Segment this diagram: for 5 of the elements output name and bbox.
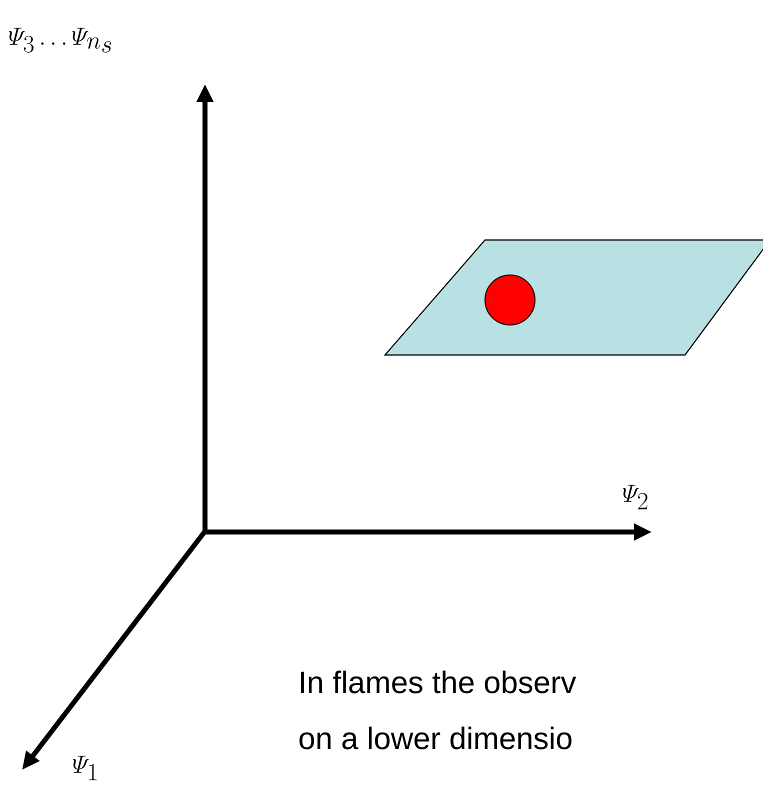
axis-label: $\varPsi_{2}$: [622, 484, 648, 510]
axis-label: $\varPsi_{3}\ldots\varPsi_{n_s}$: [8, 28, 112, 53]
axis-label: $\varPsi_{1}$: [72, 756, 97, 780]
caption-text: on a lower dimensio: [300, 726, 572, 750]
caption-text: In flames the observ: [301, 670, 576, 694]
